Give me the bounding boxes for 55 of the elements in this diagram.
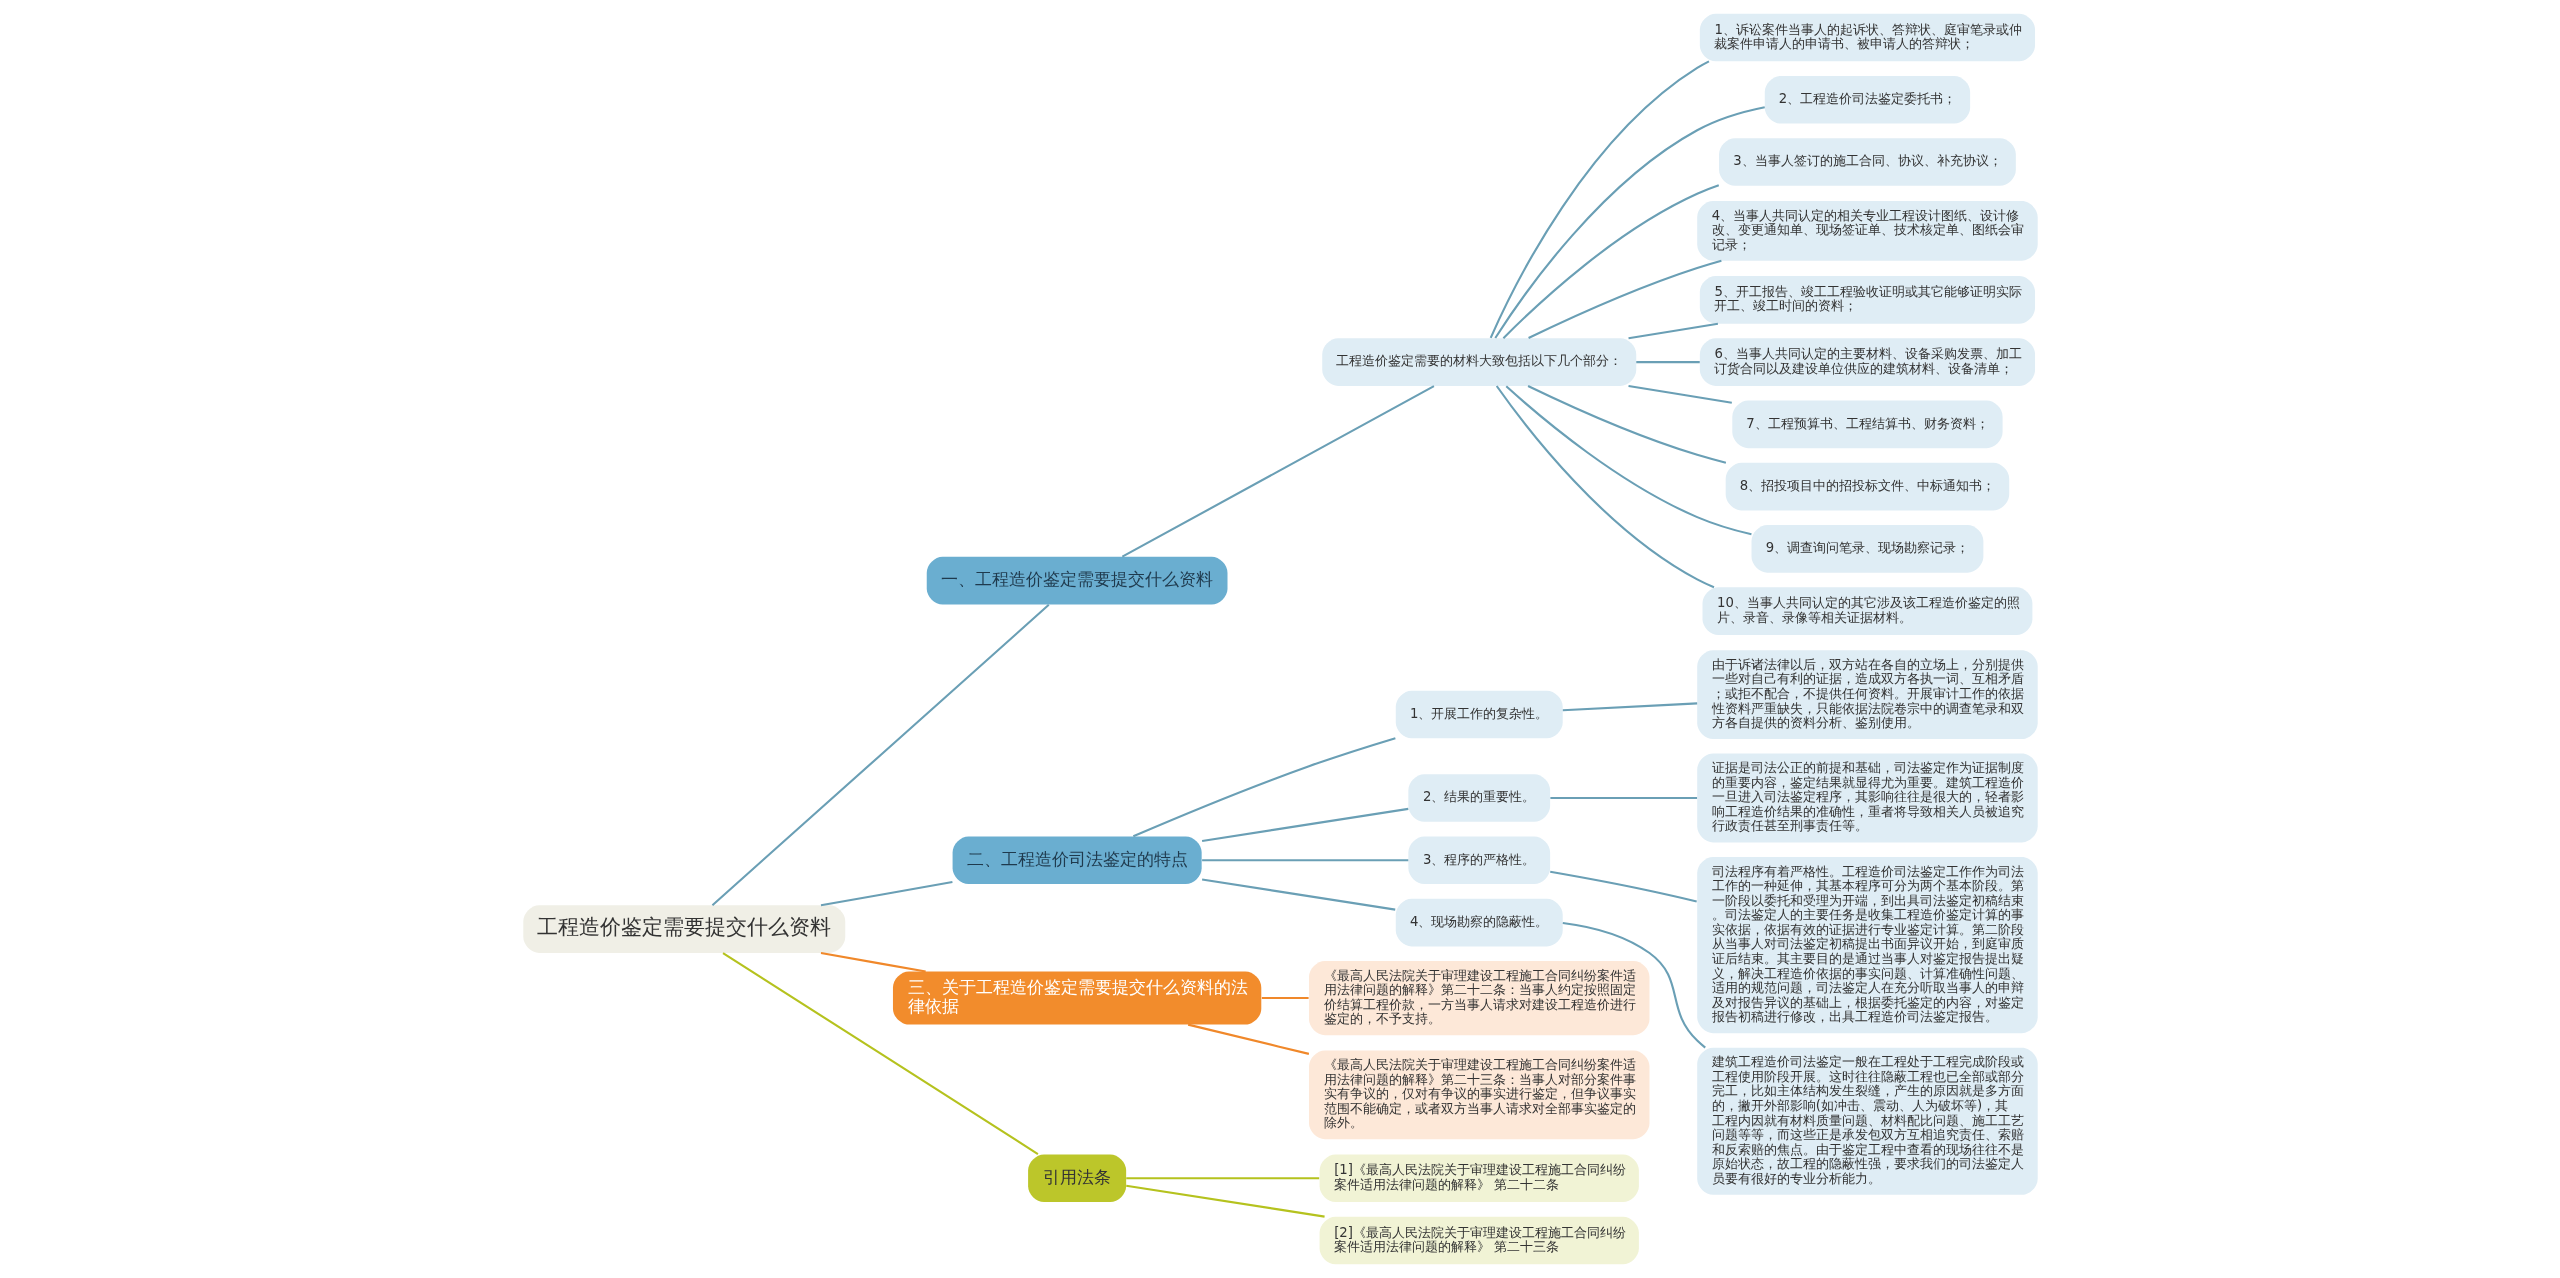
node-box: 5、开工报告、竣工工程验收证明或其它能够证明实际开工、竣工时间的资料； [1699, 275, 2035, 324]
connector [1562, 921, 1706, 1049]
node-box: 4、当事人共同认定的相关专业工程设计图纸、设计修改、变更通知单、现场签证单、技术核定单、图纸会审记录； [1696, 201, 2038, 261]
node-box: 2、结果的重要性。 [1407, 774, 1550, 822]
connector [1489, 60, 1709, 339]
node-box: 3、程序的严格性。 [1407, 836, 1550, 885]
connector [1527, 259, 1722, 339]
node-box: 7、工程预算书、工程结算书、财务资料； [1731, 400, 2003, 449]
node-box: 工程造价鉴定需要提交什么资料 [522, 905, 845, 953]
node-box: 证据是司法公正的前提和基础，司法鉴定作为证据制度的重要内容，鉴定结果就显得尤为重要。建筑工程造价一旦进入司法鉴定程序，其影响往往是很大的，轻者影响工程造价结果的准确性，重者将导致相关人员被追究行政责任甚至刑事责任等。 [1696, 753, 2038, 843]
node-box: 司法程序有着严格性。工程造价司法鉴定工作作为司法工作的一种延伸，其基本程序可分为两个基本阶段。第一阶段以委托和受理为开端，到出具司法鉴定初稿结束。司法鉴定人的主要任务是收集工程造价鉴定计算的事实依据，依据有效的证据进行专业鉴定计算。第二阶段从当事人对司法鉴定初稿提出书面异议开始，到庭审质证后结束。其主要目的是通过当事人对鉴定报告提出疑义，解决工程造价依据的事实问题、计算准确性问题、适用的规范问题，司法鉴定人在充分听取当事人的申辩及对报告异议的基础上，根据委托鉴定的内容，对鉴定报告初稿进行修改，出具工程造价司法鉴定报告。 [1696, 856, 2038, 1034]
connector [1627, 384, 1732, 404]
connector [820, 881, 953, 907]
node-box: 由于诉诸法律以后，双方站在各自的立场上，分别提供一些对自己有利的证据，造成双方各执一词、互相矛盾；或拒不配合，不提供任何资料。开展审计工作的依据性资料严重缺失，只能依据法院卷宗中的调查笔录和双方各自提供的资料分析、鉴别使用。 [1696, 650, 2038, 740]
node-box: 《最高人民法院关于审理建设工程施工合同纠纷案件适用法律问题的解释》第二十三条：当事人对部分案件事实有争议的，仅对有争议的事实进行鉴定，但争议事实范围不能确定，或者双方当事人请求对全部事实鉴定的除外。 [1308, 1050, 1649, 1140]
connector [1121, 385, 1434, 558]
node-box: 建筑工程造价司法鉴定一般在工程处于工程完成阶段或工程使用阶段开展。这时往往隐蔽工程也已全部或部分完工，比如主体结构发生裂缝，产生的原因就是多方面的，撇开外部影响(如冲击、震动、人为破坏等)，其工程内因就有材料质量问题、材料配比问题、施工工艺问题等等，而这些正是承发包双方互相追究责任、索赔和反索赔的焦点。由于鉴定工程中查看的现场往往不是原始状态，故工程的隐蔽性强，要求我们的司法鉴定人员要有很好的专业分析能力。 [1696, 1047, 2038, 1195]
connector [1493, 106, 1765, 339]
connector [711, 604, 1049, 906]
connector [1635, 361, 1700, 364]
node-box: 三、关于工程造价鉴定需要提交什么资料的法律依据 [892, 971, 1261, 1025]
connector [721, 952, 1038, 1155]
node-box: 3、当事人签订的施工合同、协议、补充协议； [1718, 138, 2016, 186]
connector [1132, 737, 1396, 838]
connector [1549, 796, 1697, 800]
node-box: [2]《最高人民法院关于审理建设工程施工合同纠纷案件适用法律问题的解释》 第二十三条 [1319, 1216, 1639, 1265]
connector [1495, 385, 1714, 589]
node-box: 6、当事人共同认定的主要材料、设备采购发票、加工订货合同以及建设单位供应的建筑材料、设备清单； [1699, 338, 2035, 386]
connector [1201, 807, 1408, 843]
node-box: 8、招投项目中的招投标文件、中标通知书； [1725, 462, 2009, 511]
node-box: [1]《最高人民法院关于审理建设工程施工合同纠纷案件适用法律问题的解释》 第二十二条 [1319, 1154, 1639, 1203]
connector [1201, 859, 1408, 862]
node-box: 2、工程造价司法鉴定委托书； [1764, 75, 1970, 124]
node-box: 1、诉讼案件当事人的起诉状、答辩状、庭审笔录或仲裁案件申请人的申请书、被申请人的答辩状； [1699, 13, 2035, 62]
connector [1562, 702, 1697, 712]
connector [1201, 878, 1395, 911]
connector [1261, 997, 1309, 1000]
connector [1505, 385, 1752, 536]
node-box: 4、现场勘察的隐蔽性。 [1395, 898, 1563, 947]
connector [820, 952, 926, 973]
node-box: 工程造价鉴定需要的材料大致包括以下几个部分： [1321, 338, 1636, 386]
node-box: 引用法条 [1027, 1154, 1126, 1203]
node-box: 二、工程造价司法鉴定的特点 [952, 836, 1202, 885]
connector [1627, 322, 1718, 340]
node-box: 一、工程造价鉴定需要提交什么资料 [926, 556, 1227, 605]
connector [1502, 184, 1719, 339]
node-box: 10、当事人共同认定的其它涉及该工程造价鉴定的照片、录音、录像等相关证据材料。 [1702, 587, 2032, 636]
connector [1187, 1023, 1309, 1055]
connector [1125, 1184, 1325, 1218]
node-box: 9、调查询问笔录、现场勘察记录； [1751, 525, 1983, 573]
node-box: 1、开展工作的复杂性。 [1395, 690, 1563, 739]
connector [1125, 1177, 1319, 1180]
connector [1527, 385, 1726, 464]
connector [1549, 870, 1697, 903]
node-box: 《最高人民法院关于审理建设工程施工合同纠纷案件适用法律问题的解释》第二十二条：当事人约定按照固定价结算工程价款，一方当事人请求对建设工程造价进行鉴定的，不予支持。 [1308, 960, 1649, 1036]
